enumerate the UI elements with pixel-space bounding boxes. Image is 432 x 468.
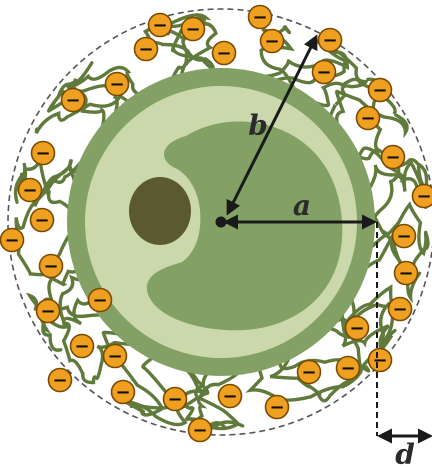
negative-charge: − — [71, 335, 94, 358]
negative-charge: − — [164, 388, 187, 411]
minus-sign: − — [92, 290, 107, 311]
minus-sign: − — [216, 43, 231, 64]
negative-charge: − — [369, 349, 392, 372]
negative-charge: − — [49, 369, 72, 392]
negative-charge: − — [37, 300, 60, 323]
negative-charge: − — [319, 29, 342, 52]
minus-sign: − — [416, 186, 431, 207]
negative-charge: − — [1, 229, 24, 252]
minus-sign: − — [152, 15, 167, 36]
minus-sign: − — [372, 80, 387, 101]
negative-charge: − — [346, 317, 369, 340]
negative-charge: − — [40, 255, 63, 278]
negative-charge: − — [31, 209, 54, 232]
minus-sign: − — [385, 147, 400, 168]
nucleus — [129, 177, 191, 245]
minus-sign: − — [138, 39, 153, 60]
minus-sign: − — [4, 230, 19, 251]
negative-charge: − — [104, 345, 127, 368]
minus-sign: − — [74, 336, 89, 357]
minus-sign: − — [360, 108, 375, 129]
minus-sign: − — [115, 382, 130, 403]
negative-charge: − — [182, 18, 205, 41]
minus-sign: − — [396, 226, 411, 247]
minus-sign: − — [349, 318, 364, 339]
negative-charge: − — [382, 146, 405, 169]
minus-sign: − — [322, 30, 337, 51]
minus-sign: − — [340, 358, 355, 379]
negative-charge: − — [112, 381, 135, 404]
negative-charge: − — [189, 419, 212, 442]
minus-sign: − — [22, 180, 37, 201]
minus-sign: − — [222, 386, 237, 407]
negative-charge: − — [149, 14, 172, 37]
minus-sign: − — [264, 31, 279, 52]
negative-charge: − — [389, 298, 412, 321]
minus-sign: − — [35, 143, 50, 164]
negative-charge: − — [219, 385, 242, 408]
label-b: b — [248, 109, 268, 142]
minus-sign: − — [109, 74, 124, 95]
minus-sign: − — [316, 62, 331, 83]
minus-sign: − — [252, 7, 267, 28]
minus-sign: − — [301, 362, 316, 383]
negative-charge: − — [393, 225, 416, 248]
minus-sign: − — [65, 90, 80, 111]
negative-charge: − — [395, 262, 418, 285]
negative-charge: − — [369, 79, 392, 102]
negative-charge: − — [106, 73, 129, 96]
negative-charge: − — [89, 289, 112, 312]
minus-sign: − — [34, 210, 49, 231]
minus-sign: − — [185, 19, 200, 40]
negative-charge: − — [298, 361, 321, 384]
negative-charge: − — [357, 107, 380, 130]
negative-charge: − — [19, 179, 42, 202]
minus-sign: − — [167, 389, 182, 410]
negative-charge: − — [261, 30, 284, 53]
minus-sign: − — [372, 350, 387, 371]
minus-sign: − — [52, 370, 67, 391]
label-d: d — [395, 438, 415, 468]
minus-sign: − — [392, 299, 407, 320]
minus-sign: − — [107, 346, 122, 367]
negative-charge: − — [135, 38, 158, 61]
negative-charge: − — [313, 61, 336, 84]
negative-charge: − — [32, 142, 55, 165]
label-a: a — [293, 189, 311, 222]
negative-charge: − — [62, 89, 85, 112]
negative-charge: − — [337, 357, 360, 380]
minus-sign: − — [43, 256, 58, 277]
center-point — [216, 217, 227, 228]
negative-charge: − — [213, 42, 236, 65]
negative-charge: − — [249, 6, 272, 29]
minus-sign: − — [398, 263, 413, 284]
minus-sign: − — [192, 420, 207, 441]
negative-charge: − — [413, 185, 432, 208]
negative-charge: − — [266, 396, 289, 419]
minus-sign: − — [269, 397, 284, 418]
minus-sign: − — [40, 301, 55, 322]
